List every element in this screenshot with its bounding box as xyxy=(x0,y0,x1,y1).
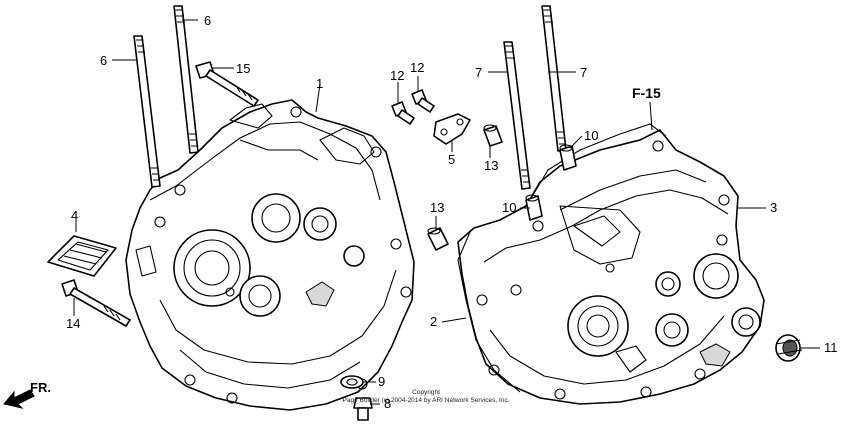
callout-6-left: 6 xyxy=(100,53,107,68)
dowel-10-top xyxy=(559,144,577,171)
callout-14: 14 xyxy=(66,316,80,331)
front-arrow-icon xyxy=(3,389,35,409)
front-direction-label: FR. xyxy=(30,380,51,395)
plate-5 xyxy=(433,113,471,145)
washer-9 xyxy=(340,375,364,389)
callout-7-right: 7 xyxy=(580,65,587,80)
bolt-12-b xyxy=(411,89,435,113)
callout-1: 1 xyxy=(316,76,323,91)
stud-6-right xyxy=(173,5,199,154)
right-crankcase xyxy=(457,123,765,405)
bolt-12-a xyxy=(391,101,415,125)
dowel-10-mid xyxy=(525,194,543,221)
callout-labels: 1 2 3 4 5 6 6 7 7 8 9 10 10 11 12 12 13 … xyxy=(66,13,838,411)
callout-15: 15 xyxy=(236,61,250,76)
callout-12-b: 12 xyxy=(410,60,424,75)
dowel-13-top xyxy=(483,124,503,147)
stud-7-left xyxy=(503,41,531,190)
oil-seal-11 xyxy=(775,334,803,362)
stud-7-right xyxy=(541,5,567,152)
copyright-line-1: Copyright xyxy=(412,389,440,396)
drain-plug-8 xyxy=(353,397,373,421)
callout-13-mid: 13 xyxy=(430,200,444,215)
stud-6-left xyxy=(133,35,161,188)
callout-5: 5 xyxy=(448,152,455,167)
dowel-13-mid xyxy=(427,227,449,251)
callout-6-right: 6 xyxy=(204,13,211,28)
bolt-14 xyxy=(61,279,131,327)
left-crankcase xyxy=(125,99,415,411)
direction-indicator: FR. xyxy=(3,380,51,409)
copyright-watermark: Copyright Page Builder (c) 2004-2014 by … xyxy=(343,389,510,404)
callout-10-top: 10 xyxy=(584,128,598,143)
callout-8: 8 xyxy=(384,396,391,411)
screen-4 xyxy=(47,235,117,277)
callout-12-a: 12 xyxy=(390,68,404,83)
copyright-line-2: Page Builder (c) 2004-2014 by ARI Networ… xyxy=(343,397,510,404)
leader-lines xyxy=(73,19,820,405)
callout-4: 4 xyxy=(71,208,78,223)
callout-7-left: 7 xyxy=(475,65,482,80)
callout-9: 9 xyxy=(378,374,385,389)
callout-10-mid: 10 xyxy=(502,200,516,215)
callout-3: 3 xyxy=(770,200,777,215)
bolt-15 xyxy=(195,61,259,107)
callout-11: 11 xyxy=(824,340,838,355)
callout-2: 2 xyxy=(430,314,437,329)
reference-f15: F-15 xyxy=(632,85,661,101)
callout-13-top: 13 xyxy=(484,158,498,173)
